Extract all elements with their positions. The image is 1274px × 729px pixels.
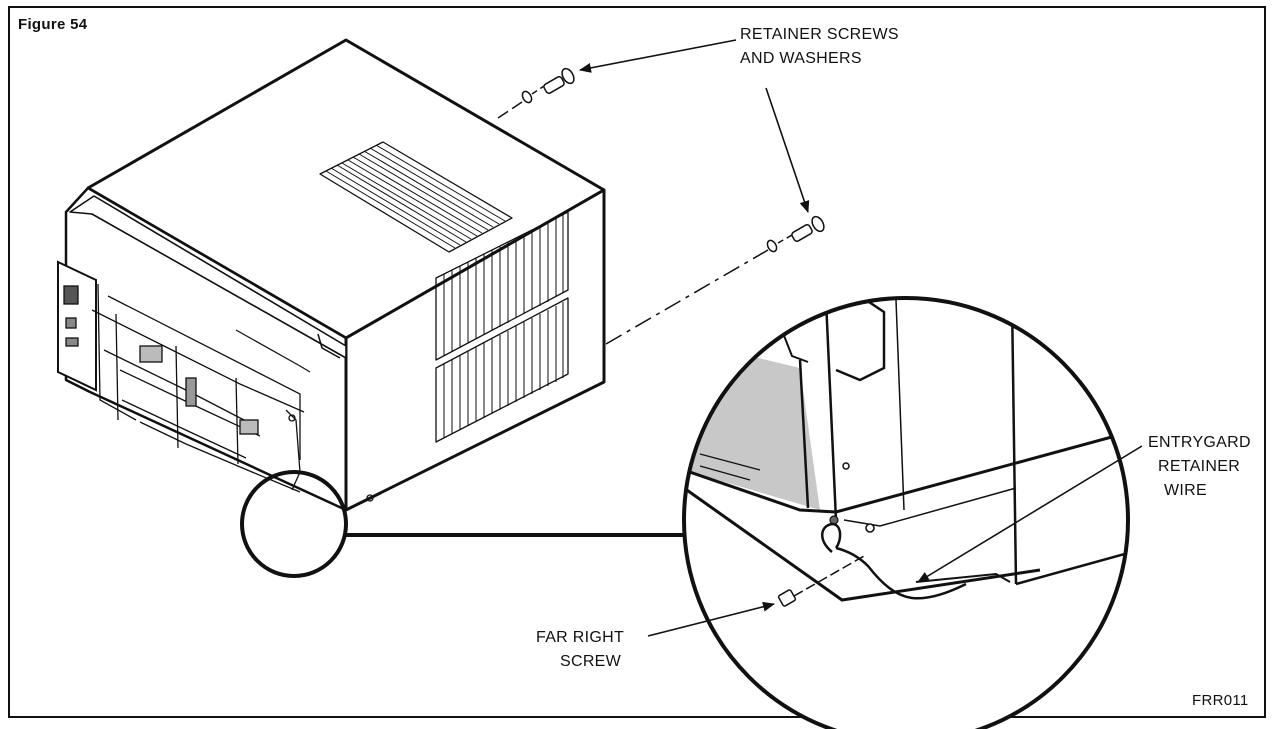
retainer-screws-label: RETAINER SCREWS [740, 26, 899, 43]
detail-callout-circle [240, 470, 348, 578]
chassis-front [57, 260, 374, 502]
figure-label: Figure 54 [18, 16, 88, 33]
far-right-screw-label-line2: SCREW [560, 653, 622, 670]
screw-top [521, 67, 575, 104]
entrygard-label: ENTRYGARD [1148, 434, 1251, 451]
arrow-entrygard [917, 445, 1143, 583]
top-vent [319, 141, 513, 253]
side-vent-lower [435, 297, 569, 443]
far-right-screw-detail [777, 555, 865, 607]
screw-lower [766, 215, 825, 253]
arrow-far-right [647, 601, 775, 637]
far-right-screw-label: FAR RIGHT [536, 629, 625, 646]
entrygard-label-line2: RETAINER [1158, 458, 1241, 475]
retainer-screws-label-line2: AND WASHERS [740, 50, 862, 67]
retainer-screws [497, 67, 825, 345]
arrow-retainer-top [579, 39, 737, 73]
arrow-retainer-lower [765, 87, 810, 213]
entrygard-label-line3: WIRE [1164, 482, 1207, 499]
figure-code: FRR011 [1192, 692, 1249, 709]
entrygard-retainer-wire [821, 522, 967, 600]
leader-arrows [579, 39, 1143, 637]
ac-unit-body [64, 38, 606, 512]
detail-circle-outline [682, 296, 1130, 729]
